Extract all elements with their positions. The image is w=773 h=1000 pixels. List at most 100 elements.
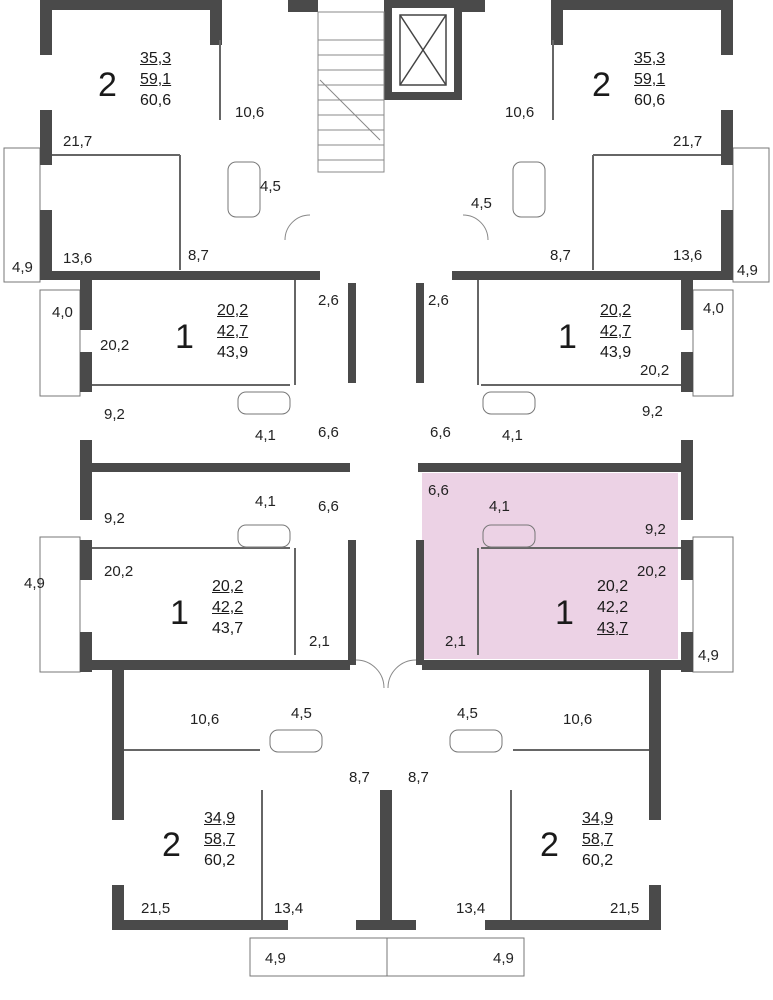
total-area: 43,7 [597,620,629,637]
room-count: 2 [98,66,117,104]
room-area-label: 4,1 [255,427,276,444]
room-area-label: 6,6 [430,424,451,441]
area-values: 20,2 42,2 43,7 [212,576,243,639]
apartment-label: 1 20,2 42,7 43,9 [175,300,295,390]
room-area-label: 6,6 [428,482,449,499]
total-area-no-balcony: 42,7 [600,323,632,340]
room-area-label: 10,6 [505,104,535,121]
elevator-symbol [399,14,447,86]
total-area: 60,6 [634,92,666,109]
area-values: 34,9 58,7 60,2 [582,808,613,871]
bath-fixtures [227,161,546,753]
living-area: 20,2 [212,578,244,595]
total-area-no-balcony: 42,2 [212,599,244,616]
balcony-ml2 [39,536,81,673]
room-area-label: 4,1 [489,498,510,515]
room-area-label: 4,5 [260,178,281,195]
living-area: 34,9 [582,810,614,827]
total-area: 43,9 [217,344,249,361]
room-count: 2 [592,66,611,104]
area-values: 34,9 58,7 60,2 [204,808,235,871]
total-area-no-balcony: 59,1 [634,71,666,88]
room-count: 1 [170,594,189,632]
room-area-label: 4,5 [471,195,492,212]
room-area-label: 9,2 [104,406,125,423]
room-area-label: 4,9 [698,647,719,664]
apartment-label-highlighted: 1 20,2 42,2 43,7 [555,576,675,666]
room-area-label: 8,7 [188,247,209,264]
living-area: 20,2 [217,302,249,319]
room-area-label: 8,7 [550,247,571,264]
door-swings [284,214,489,689]
room-area-label: 4,0 [703,300,724,317]
area-values: 20,2 42,2 43,7 [597,576,628,639]
total-area-no-balcony: 58,7 [204,831,236,848]
room-area-label: 21,5 [141,900,171,917]
room-area-label: 10,6 [235,104,265,121]
room-area-label: 4,0 [52,304,73,321]
room-area-label: 20,2 [104,563,134,580]
room-area-label: 9,2 [642,403,663,420]
room-area-label: 10,6 [190,711,220,728]
room-area-label: 9,2 [645,521,666,538]
partitions [52,40,721,920]
apartment-label: 1 20,2 42,2 43,7 [170,576,290,666]
room-area-label: 2,1 [445,633,466,650]
room-count: 1 [555,594,574,632]
area-values: 20,2 42,7 43,9 [217,300,248,363]
living-area: 35,3 [140,50,172,67]
balcony-mr2 [692,536,734,673]
apartment-label: 2 35,3 59,1 60,6 [98,48,218,138]
total-area: 43,9 [600,344,632,361]
apartment-label: 2 34,9 58,7 60,2 [162,808,282,898]
room-area-label: 13,4 [456,900,486,917]
room-area-label: 4,9 [12,259,33,276]
total-area-no-balcony: 42,7 [217,323,249,340]
living-area: 20,2 [597,578,629,595]
room-area-label: 20,2 [100,337,130,354]
walls [40,0,733,930]
total-area: 60,6 [140,92,172,109]
total-area-no-balcony: 58,7 [582,831,614,848]
room-area-label: 13,4 [274,900,304,917]
living-area: 35,3 [634,50,666,67]
room-area-label: 2,6 [318,292,339,309]
room-area-label: 2,6 [428,292,449,309]
staircase [317,11,385,173]
living-area: 34,9 [204,810,236,827]
room-area-label: 6,6 [318,424,339,441]
apartment-label: 2 35,3 59,1 60,6 [592,48,712,138]
room-count: 1 [175,318,194,356]
room-area-label: 21,7 [673,133,703,150]
room-area-label: 21,5 [610,900,640,917]
room-area-label: 4,9 [737,262,758,279]
living-area: 20,2 [600,302,632,319]
apartment-label: 1 20,2 42,7 43,9 [558,300,678,390]
highlighted-apartment-area [422,473,678,659]
apartment-label: 2 34,9 58,7 60,2 [540,808,660,898]
room-area-label: 8,7 [349,769,370,786]
total-area: 43,7 [212,620,244,637]
room-area-label: 2,1 [309,633,330,650]
room-area-label: 4,9 [493,950,514,967]
total-area-no-balcony: 42,2 [597,599,629,616]
room-area-label: 21,7 [63,133,93,150]
room-area-label: 4,1 [255,493,276,510]
balcony-mr1 [692,289,734,397]
room-count: 1 [558,318,577,356]
room-area-label: 4,5 [291,705,312,722]
balcony-ml1 [39,289,81,397]
room-count: 2 [540,826,559,864]
area-values: 35,3 59,1 60,6 [634,48,665,111]
area-values: 35,3 59,1 60,6 [140,48,171,111]
room-area-label: 13,6 [673,247,703,264]
balcony-br [386,937,525,977]
total-area-no-balcony: 59,1 [140,71,172,88]
room-area-label: 4,1 [502,427,523,444]
room-count: 2 [162,826,181,864]
room-area-label: 20,2 [637,563,667,580]
total-area: 60,2 [582,852,614,869]
room-area-label: 9,2 [104,510,125,527]
